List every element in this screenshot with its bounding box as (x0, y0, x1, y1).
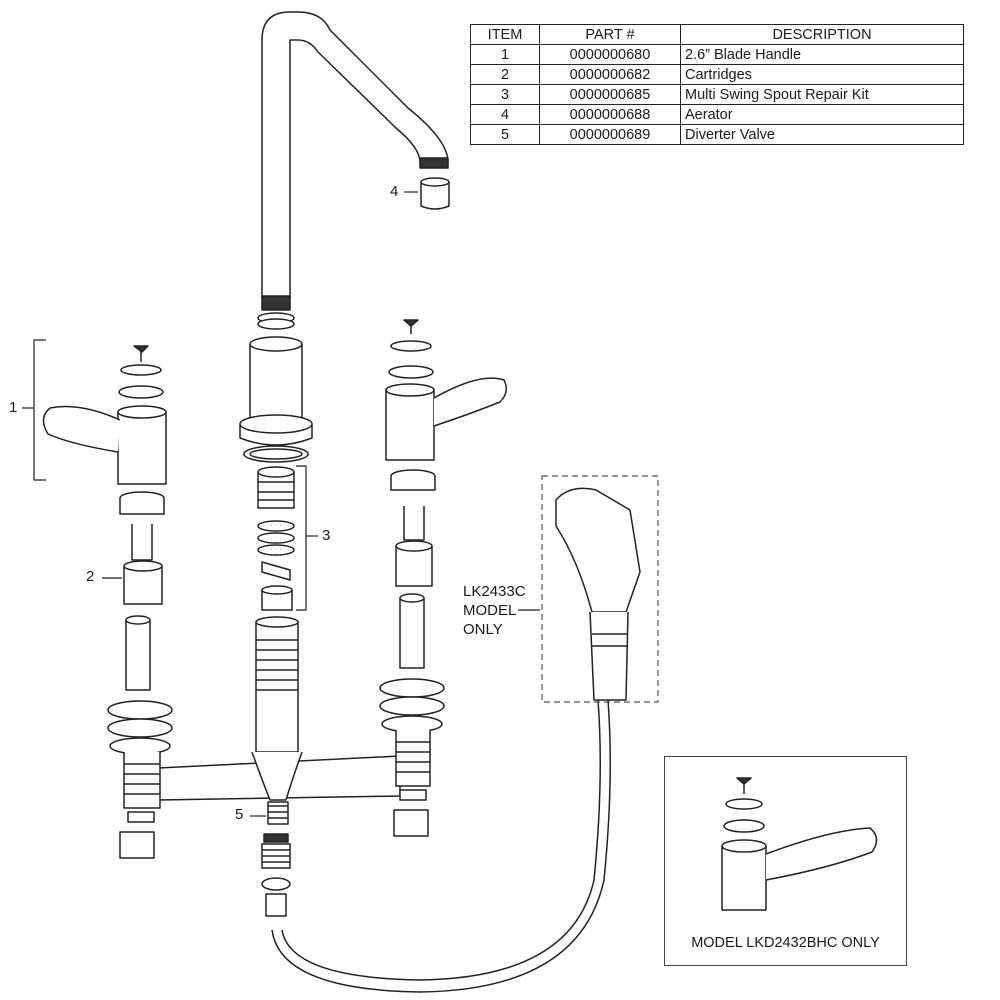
spout (257, 11, 449, 330)
row-part-number: 0000000685 (539, 84, 681, 105)
row-part-number: 0000000689 (539, 124, 681, 145)
col-header-description: DESCRIPTION (680, 24, 964, 45)
sprayer-dashed-box (541, 475, 659, 703)
aerator (420, 177, 450, 210)
spout-base (239, 336, 313, 463)
callout-item-1: 1 (9, 399, 18, 416)
sprayer-note-line-3: ONLY (463, 621, 503, 638)
table-row: 3 0000000685 Multi Swing Spout Repair Ki… (470, 84, 964, 105)
row-description: 2.6” Blade Handle (680, 44, 964, 65)
spout-repair-kit (257, 466, 295, 611)
right-handle-assembly (379, 319, 507, 837)
col-header-part: PART # (539, 24, 681, 45)
inset-model-box: MODEL LKD2432BHC ONLY (664, 756, 907, 966)
row-item: 3 (470, 84, 540, 105)
row-part-number: 0000000682 (539, 64, 681, 85)
col-header-item: ITEM (470, 24, 540, 45)
row-item: 2 (470, 64, 540, 85)
callout-item-2: 2 (86, 568, 95, 585)
callout-lines (22, 191, 540, 817)
row-description: Aerator (680, 104, 964, 125)
sprayer-note-line-2: MODEL (463, 602, 517, 619)
table-row: 4 0000000688 Aerator (470, 104, 964, 125)
row-part-number: 0000000688 (539, 104, 681, 125)
sprayer-hose (271, 699, 611, 993)
sprayer-model-note: LK2433C MODEL ONLY (463, 582, 526, 639)
sprayer-note-line-1: LK2433C (463, 583, 526, 600)
parts-table: ITEM PART # DESCRIPTION 1 0000000680 2.6… (470, 24, 964, 145)
row-description: Multi Swing Spout Repair Kit (680, 84, 964, 105)
row-item: 4 (470, 104, 540, 125)
side-sprayer (555, 487, 641, 701)
inset-handle-assembly (721, 777, 878, 911)
parts-table-header-row: ITEM PART # DESCRIPTION (470, 24, 964, 45)
table-row: 5 0000000689 Diverter Valve (470, 124, 964, 145)
table-row: 2 0000000682 Cartridges (470, 64, 964, 85)
callout-item-5: 5 (235, 806, 244, 823)
callout-item-3: 3 (322, 527, 331, 544)
row-item: 1 (470, 44, 540, 65)
diverter-valve (267, 801, 289, 825)
row-part-number: 0000000680 (539, 44, 681, 65)
left-handle-assembly (42, 345, 173, 859)
row-description: Diverter Valve (680, 124, 964, 145)
faucet-body (157, 616, 401, 801)
hose-fittings (261, 833, 291, 917)
row-item: 5 (470, 124, 540, 145)
callout-item-4: 4 (390, 183, 399, 200)
table-row: 1 0000000680 2.6” Blade Handle (470, 44, 964, 65)
row-description: Cartridges (680, 64, 964, 85)
inset-model-label: MODEL LKD2432BHC ONLY (691, 935, 880, 951)
